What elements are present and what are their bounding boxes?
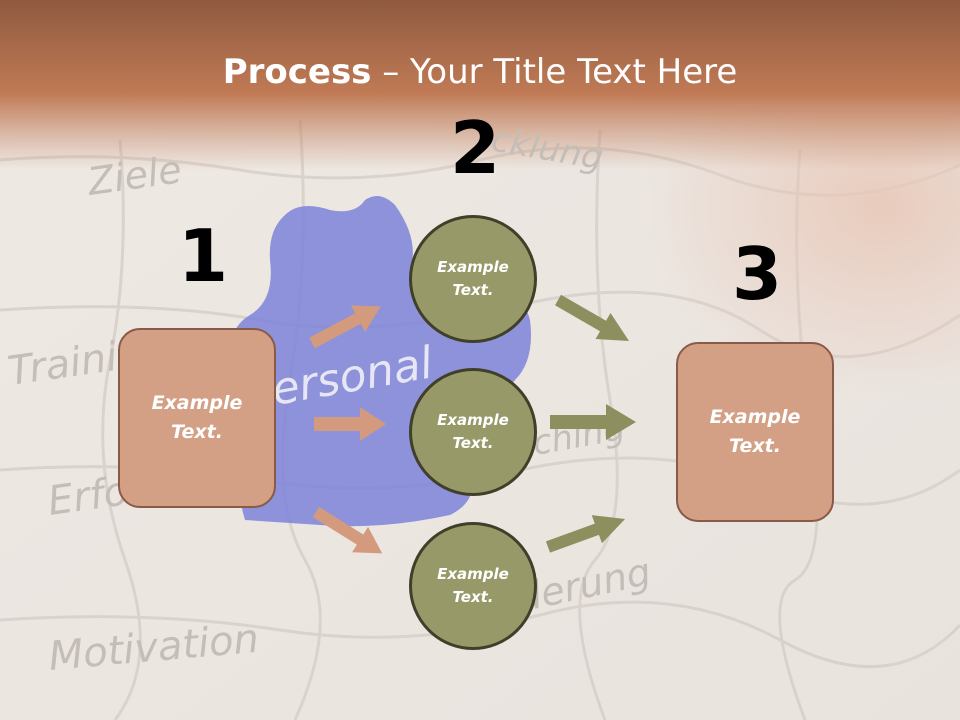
left-box-text: Example Text. xyxy=(151,392,243,443)
step-circle-bottom: Example Text. xyxy=(409,522,537,650)
right-step-box: Example Text. xyxy=(676,342,834,522)
step-circle-top: Example Text. xyxy=(409,215,537,343)
step-number-1: 1 xyxy=(178,214,229,298)
circle-text: Example Text. xyxy=(437,565,509,606)
slide-title: Process – Your Title Text Here xyxy=(0,52,960,92)
step-number-3: 3 xyxy=(732,232,783,316)
circle-text: Example Text. xyxy=(437,258,509,299)
right-box-text: Example Text. xyxy=(709,406,801,457)
left-step-box: Example Text. xyxy=(118,328,276,508)
title-rest: – Your Title Text Here xyxy=(371,52,738,92)
step-circle-middle: Example Text. xyxy=(409,368,537,496)
step-number-2: 2 xyxy=(450,106,501,190)
circle-text: Example Text. xyxy=(437,411,509,452)
title-bold: Process xyxy=(222,52,372,92)
bg-word: Erfo xyxy=(45,468,131,525)
